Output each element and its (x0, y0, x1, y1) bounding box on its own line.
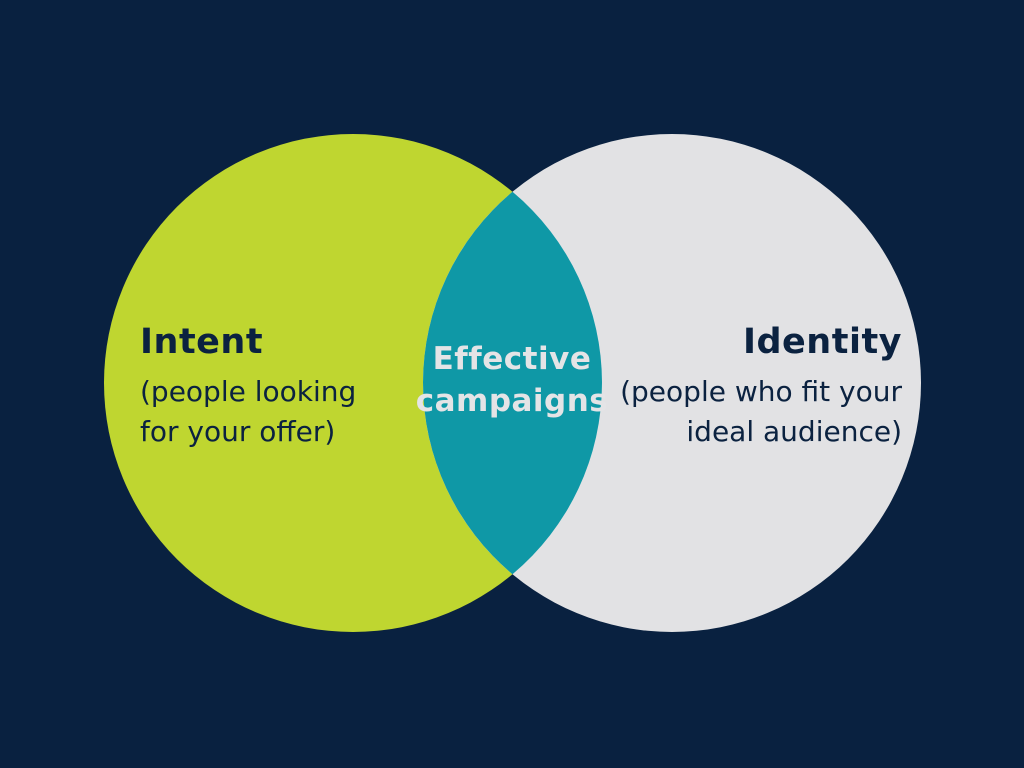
right-label-block: Identity (people who fit your ideal audi… (582, 322, 902, 452)
left-label-block: Intent (people looking for your offer) (140, 322, 400, 452)
right-circle-description-line1: (people who fit your (620, 375, 902, 409)
overlap-label-block: Effective campaigns (402, 338, 622, 422)
left-circle-description-line2: for your offer) (140, 415, 336, 449)
right-circle-description-line2: ideal audience) (686, 415, 902, 449)
overlap-lens (423, 191, 602, 575)
overlap-label-line2: campaigns (415, 383, 609, 419)
left-circle-description-line1: (people looking (140, 375, 357, 409)
overlap-label-line1: Effective (432, 341, 592, 377)
left-circle-title: Intent (140, 322, 264, 362)
right-circle-title: Identity (742, 322, 902, 362)
